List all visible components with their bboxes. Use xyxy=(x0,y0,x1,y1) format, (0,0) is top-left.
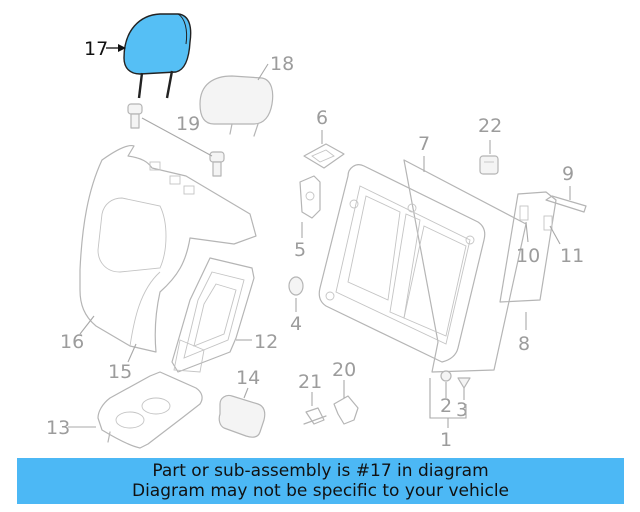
callout-20: 20 xyxy=(332,359,356,398)
callout-3: 3 xyxy=(456,388,468,421)
callout-17: 17 xyxy=(84,38,126,60)
callout-9-label: 9 xyxy=(562,163,574,185)
callout-10-label: 10 xyxy=(516,245,540,267)
callout-11-label: 11 xyxy=(560,245,584,267)
part-12-armrest-frame[interactable] xyxy=(171,257,255,373)
callout-14-label: 14 xyxy=(236,367,260,389)
part-4-bushing[interactable] xyxy=(288,276,304,296)
part-6-latch[interactable] xyxy=(303,143,345,169)
part-8-rear-panel[interactable] xyxy=(499,191,557,303)
callout-16-label: 16 xyxy=(60,331,84,353)
callout-2: 2 xyxy=(440,382,452,417)
callout-15-label: 15 xyxy=(108,361,132,383)
part-13-armrest[interactable] xyxy=(97,371,203,449)
callout-12-label: 12 xyxy=(254,331,278,353)
callout-15: 15 xyxy=(108,343,137,383)
callout-11: 11 xyxy=(549,225,584,267)
callout-18: 18 xyxy=(257,53,294,81)
callout-12: 12 xyxy=(236,331,278,353)
notice-line-1: Part or sub-assembly is #17 in diagram xyxy=(152,461,489,481)
callout-16: 16 xyxy=(60,315,95,353)
part-9-strip[interactable] xyxy=(545,195,587,213)
callout-5: 5 xyxy=(294,222,306,261)
part-22-clip[interactable] xyxy=(479,155,499,175)
callout-13: 13 xyxy=(46,417,96,439)
part-14-cover[interactable] xyxy=(218,394,266,438)
callout-18-label: 18 xyxy=(270,53,294,75)
part-20-bracket[interactable] xyxy=(333,395,359,425)
callout-4-label: 4 xyxy=(290,313,302,335)
callout-19: 19 xyxy=(176,113,200,135)
callout-6-label: 6 xyxy=(316,107,328,129)
callout-22: 22 xyxy=(478,115,502,154)
callout-20-label: 20 xyxy=(332,359,356,381)
callout-14: 14 xyxy=(236,367,260,399)
callout-13-label: 13 xyxy=(46,417,70,439)
callout-17-label: 17 xyxy=(84,38,108,60)
callout-21-label: 21 xyxy=(298,371,322,393)
callout-6: 6 xyxy=(316,107,328,144)
callout-4: 4 xyxy=(290,298,302,335)
diagram-notice-banner: Part or sub-assembly is #17 in diagram D… xyxy=(17,458,624,504)
part-5-lock[interactable] xyxy=(299,175,321,219)
callout-7: 7 xyxy=(418,133,430,172)
callout-21: 21 xyxy=(298,371,322,406)
callout-3-label: 3 xyxy=(456,399,468,421)
callout-9: 9 xyxy=(562,163,574,200)
part-7-frame[interactable] xyxy=(318,159,527,373)
notice-line-2: Diagram may not be specific to your vehi… xyxy=(131,481,509,501)
callout-8: 8 xyxy=(518,312,530,355)
callout-10: 10 xyxy=(516,221,540,267)
callout-19-label: 19 xyxy=(176,113,200,135)
callout-1-label: 1 xyxy=(440,429,452,451)
part-17-headrest[interactable] xyxy=(123,13,192,99)
part-16-seatback-cushion[interactable] xyxy=(79,145,257,353)
callout-7-label: 7 xyxy=(418,133,430,155)
part-19-guides[interactable] xyxy=(127,103,225,177)
callout-1: 1 xyxy=(429,378,467,451)
callout-5-label: 5 xyxy=(294,239,306,261)
part-21-clip[interactable] xyxy=(303,407,327,425)
callout-8-label: 8 xyxy=(518,333,530,355)
callout-2-label: 2 xyxy=(440,395,452,417)
callout-22-label: 22 xyxy=(478,115,502,137)
part-18-headrest[interactable] xyxy=(199,75,274,137)
part-2-3-fasteners[interactable] xyxy=(440,370,471,389)
